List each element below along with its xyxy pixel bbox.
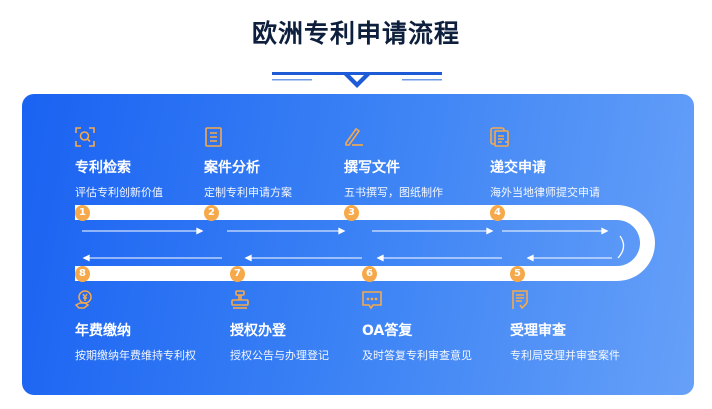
step-title: 案件分析 xyxy=(204,160,260,176)
search-scan-icon xyxy=(75,127,95,147)
step-submit-application: 递交申请 海外当地律师提交申请 xyxy=(490,127,600,200)
step-case-analysis: 案件分析 定制专利申请方案 xyxy=(204,127,292,200)
page-title: 欧洲专利申请流程 xyxy=(251,19,460,48)
step-annual-fee: 年费缴纳 按期缴纳年费维持专利权 xyxy=(75,290,196,363)
step-number-4: 4 xyxy=(490,205,505,221)
step-title: 递交申请 xyxy=(490,160,546,176)
step-patent-search: 专利检索 评估专利创新价值 xyxy=(75,127,163,200)
pen-icon xyxy=(345,127,363,146)
document-icon xyxy=(205,127,222,147)
step-desc: 按期缴纳年费维持专利权 xyxy=(75,349,196,362)
step-desc: 定制专利申请方案 xyxy=(204,186,292,199)
yen-hand-icon xyxy=(75,290,92,309)
step-acceptance-examination: 受理审查 专利局受理并审查案件 xyxy=(510,290,620,363)
step-number-1: 1 xyxy=(75,205,90,221)
step-grant-registration: 授权办登 授权公告与办理登记 xyxy=(230,290,329,363)
process-card: 1 2 3 4 8 7 6 5 专利检索 评估专利创新价值 案件分析 定制专利申… xyxy=(22,94,694,395)
chat-icon xyxy=(362,291,382,310)
step-title: 专利检索 xyxy=(75,160,131,176)
step-desc: 五书撰写，图纸制作 xyxy=(344,186,443,199)
title-underline-decoration xyxy=(272,72,442,88)
step-desc: 海外当地律师提交申请 xyxy=(490,186,600,199)
checklist-icon xyxy=(512,290,528,310)
step-number-8: 8 xyxy=(75,266,90,282)
submit-document-icon xyxy=(490,127,509,147)
stamp-icon xyxy=(231,290,249,309)
step-oa-response: OA答复 及时答复专利审查意见 xyxy=(362,290,472,363)
step-desc: 及时答复专利审查意见 xyxy=(362,349,472,362)
step-number-2: 2 xyxy=(204,205,219,221)
step-number-5: 5 xyxy=(510,266,525,282)
process-track xyxy=(75,205,655,281)
step-title: 撰写文件 xyxy=(344,160,400,176)
step-number-7: 7 xyxy=(230,266,245,282)
step-number-6: 6 xyxy=(362,266,377,282)
step-number-3: 3 xyxy=(344,205,359,221)
step-title: 受理审查 xyxy=(510,323,566,339)
step-write-documents: 撰写文件 五书撰写，图纸制作 xyxy=(344,127,443,200)
step-desc: 授权公告与办理登记 xyxy=(230,349,329,362)
step-title: 授权办登 xyxy=(230,323,286,339)
step-title: OA答复 xyxy=(362,323,413,339)
step-desc: 专利局受理并审查案件 xyxy=(510,349,620,362)
step-desc: 评估专利创新价值 xyxy=(75,186,163,199)
step-title: 年费缴纳 xyxy=(75,323,131,339)
